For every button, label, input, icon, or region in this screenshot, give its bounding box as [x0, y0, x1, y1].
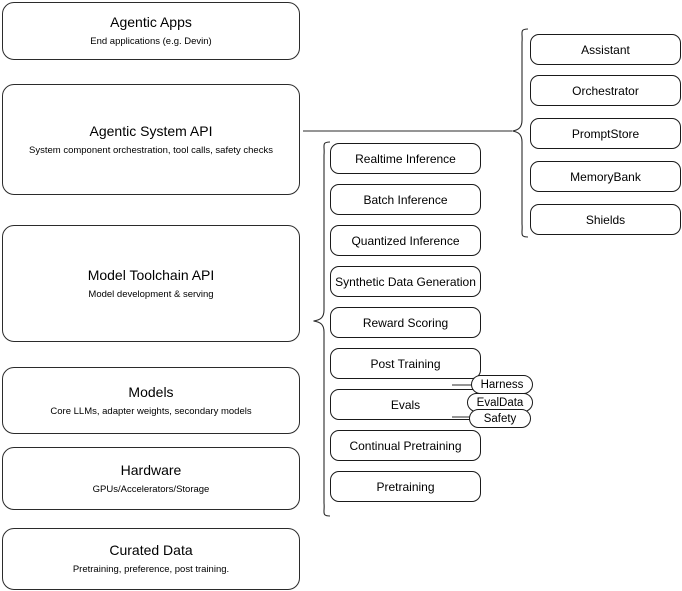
chip-label: Orchestrator — [572, 83, 639, 98]
chip-label: Batch Inference — [363, 192, 448, 207]
layer-model-toolchain-api[interactable]: Model Toolchain API Model development & … — [2, 225, 300, 342]
badge-label: Harness — [480, 378, 524, 391]
chip-label: Shields — [585, 212, 626, 227]
chip-label: Continual Pretraining — [349, 438, 462, 453]
chip-label: MemoryBank — [570, 169, 641, 184]
system-chip-promptstore[interactable]: PromptStore — [530, 118, 681, 149]
layer-curated-data[interactable]: Curated Data Pretraining, preference, po… — [2, 528, 300, 590]
chip-label: Post Training — [370, 356, 441, 371]
chip-label: Realtime Inference — [355, 151, 456, 166]
toolchain-chip-evals[interactable]: Evals — [330, 389, 481, 420]
chip-label: Evals — [390, 397, 421, 412]
system-chip-assistant[interactable]: Assistant — [530, 34, 681, 65]
layer-subtitle: GPUs/Accelerators/Storage — [92, 483, 210, 495]
layer-subtitle: Model development & serving — [88, 288, 214, 300]
toolchain-chip-realtime-inference[interactable]: Realtime Inference — [330, 143, 481, 174]
toolchain-chip-post-training[interactable]: Post Training — [330, 348, 481, 379]
layer-title: Hardware — [120, 461, 182, 478]
system-chip-orchestrator[interactable]: Orchestrator — [530, 75, 681, 106]
chip-label: Pretraining — [376, 479, 435, 494]
chip-label: Synthetic Data Generation — [335, 274, 476, 289]
layer-title: Models — [128, 383, 174, 400]
toolchain-chip-continual-pretraining[interactable]: Continual Pretraining — [330, 430, 481, 461]
layer-title: Curated Data — [109, 542, 193, 558]
layer-hardware[interactable]: Hardware GPUs/Accelerators/Storage — [2, 447, 300, 510]
toolchain-chip-synthetic-data-generation[interactable]: Synthetic Data Generation — [330, 266, 481, 297]
layer-title: Model Toolchain API — [87, 266, 215, 283]
chip-label: Assistant — [581, 42, 630, 57]
system-chip-memorybank[interactable]: MemoryBank — [530, 161, 681, 192]
evals-badge-harness[interactable]: Harness — [471, 375, 533, 394]
brace-system-components — [512, 28, 529, 238]
layer-title: Agentic Apps — [110, 14, 192, 30]
layer-models[interactable]: Models Core LLMs, adapter weights, secon… — [2, 367, 300, 434]
evals-badge-safety[interactable]: Safety — [469, 409, 531, 428]
layer-subtitle: System component orchestration, tool cal… — [29, 144, 273, 156]
layer-agentic-apps[interactable]: Agentic Apps End applications (e.g. Devi… — [2, 2, 300, 60]
chip-label: Reward Scoring — [362, 315, 449, 330]
chip-label: Quantized Inference — [351, 233, 460, 248]
system-chip-shields[interactable]: Shields — [530, 204, 681, 235]
toolchain-chip-quantized-inference[interactable]: Quantized Inference — [330, 225, 481, 256]
layer-subtitle: Core LLMs, adapter weights, secondary mo… — [50, 405, 252, 417]
layer-agentic-system-api[interactable]: Agentic System API System component orch… — [2, 84, 300, 195]
badge-label: EvalData — [476, 396, 524, 409]
layer-subtitle: End applications (e.g. Devin) — [90, 36, 212, 47]
evals-badge-evaldata[interactable]: EvalData — [467, 393, 533, 412]
layer-subtitle: Pretraining, preference, post training. — [72, 564, 230, 575]
toolchain-chip-pretraining[interactable]: Pretraining — [330, 471, 481, 502]
toolchain-chip-batch-inference[interactable]: Batch Inference — [330, 184, 481, 215]
brace-toolchain-components — [313, 141, 331, 517]
badge-label: Safety — [483, 412, 517, 425]
chip-label: PromptStore — [571, 126, 640, 141]
toolchain-chip-reward-scoring[interactable]: Reward Scoring — [330, 307, 481, 338]
layer-title: Agentic System API — [89, 122, 213, 139]
